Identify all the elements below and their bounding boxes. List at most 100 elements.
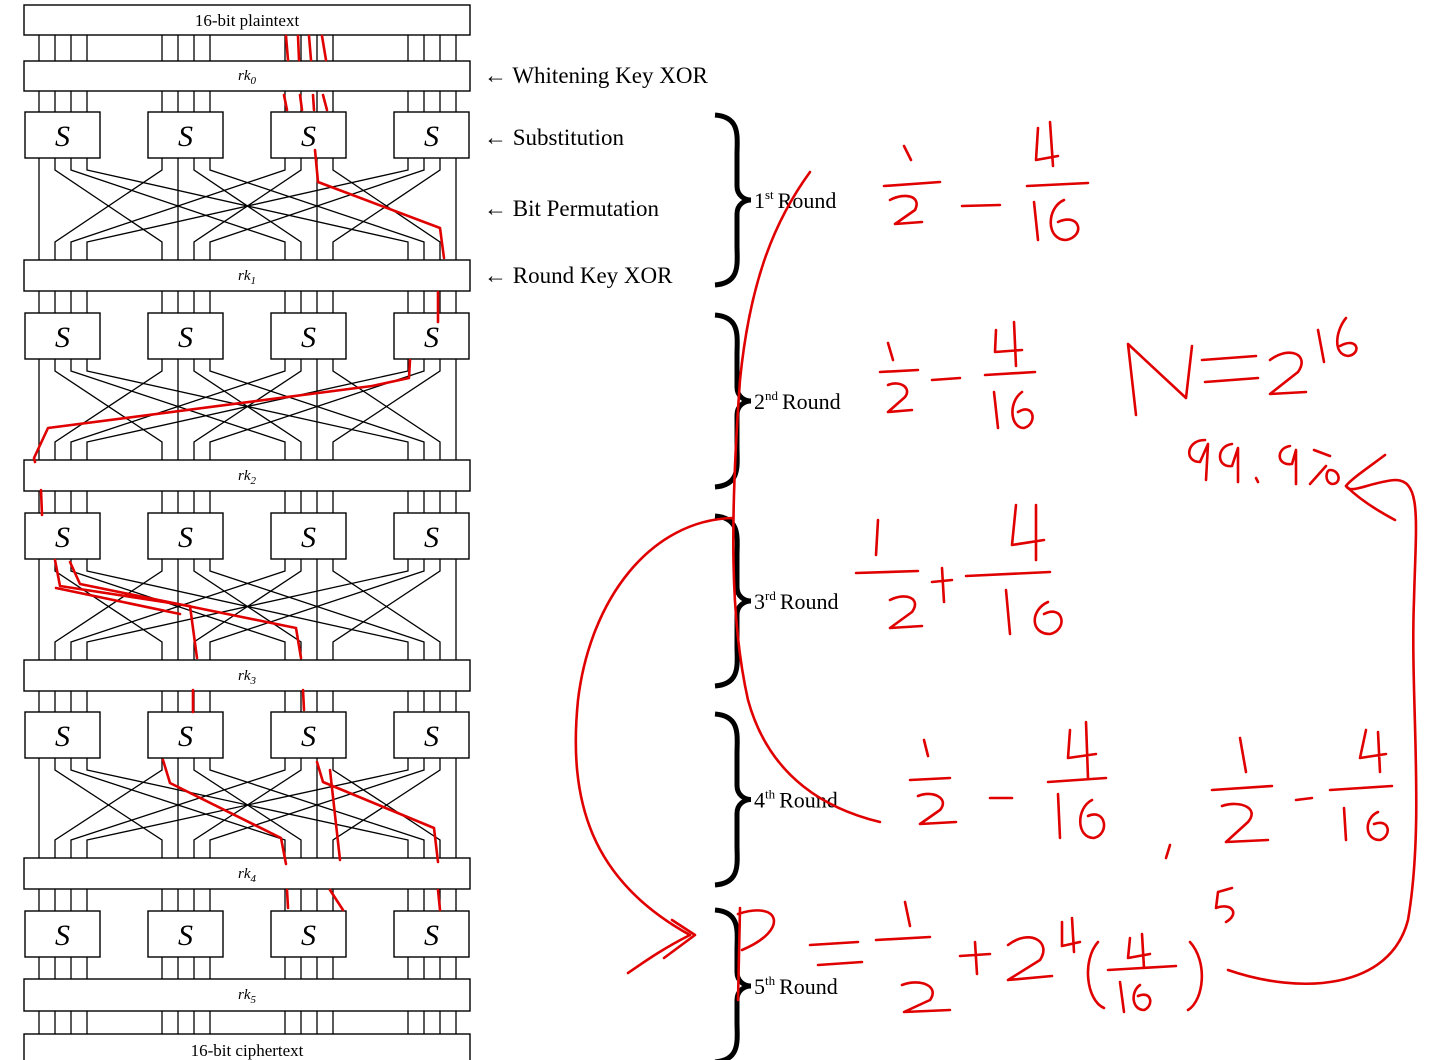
sbox-label: S [301, 321, 316, 354]
sbox [270, 910, 347, 958]
sbox-label: S [178, 120, 193, 153]
permutation-wire [86, 359, 409, 460]
permutation-wire [209, 158, 425, 260]
permutation-wire [86, 758, 409, 858]
note-4 [908, 720, 1394, 860]
trail-ink [53, 558, 303, 660]
round-key-bar [23, 459, 471, 492]
trail-ink [39, 488, 44, 517]
permutation-wire [209, 359, 425, 460]
connect-curve [574, 516, 735, 937]
round-key-label: rk2 [238, 468, 257, 487]
trail-ink [282, 34, 329, 112]
permutation-wire [332, 758, 441, 858]
sbox-label: S [55, 521, 70, 554]
permutation-wire [209, 559, 425, 660]
sbox-label: S [55, 321, 70, 354]
permutation-wire [70, 158, 286, 260]
sbox [147, 312, 224, 360]
permutation-wire [70, 758, 286, 858]
note-1 [882, 120, 1090, 242]
permutation-wire [54, 758, 163, 858]
permutation-wire [70, 359, 286, 460]
sbox [24, 111, 101, 159]
note-n [1126, 316, 1358, 417]
sbox-label: S [301, 720, 316, 753]
note-5 [736, 886, 1235, 1014]
connect-curve [731, 170, 882, 824]
permutation-wire [54, 359, 163, 460]
arrow-head [1344, 453, 1397, 522]
sbox-label: S [301, 120, 316, 153]
permutation-wire [54, 158, 163, 260]
permutation-wire [54, 559, 163, 660]
permutation-wire [209, 758, 425, 858]
sbox-label: S [301, 919, 316, 952]
bars: 16-bit plaintextrk0rk1rk2rk3rk4rk516-bit… [23, 4, 471, 1060]
sbox [393, 910, 470, 958]
sbox-label: S [178, 521, 193, 554]
trail-ink [32, 358, 412, 464]
sbox [270, 512, 347, 560]
permutation-wire [86, 359, 409, 460]
round-brace [714, 112, 752, 288]
permutation-wire [86, 559, 409, 660]
round-key-label: rk3 [238, 668, 257, 687]
permutation-annotation: ← Bit Permutation [484, 196, 660, 221]
sbox [147, 910, 224, 958]
wires [38, 35, 457, 1034]
sbox [24, 711, 101, 759]
sbox-label: S [55, 120, 70, 153]
round-key-bar [23, 857, 471, 890]
sbox-label: S [424, 321, 439, 354]
round-key-label: rk4 [238, 866, 257, 885]
arrow-head [626, 918, 697, 975]
round-brace [714, 513, 752, 689]
sbox-label: S [301, 521, 316, 554]
substitution-annotation: ← Substitution [484, 125, 624, 150]
sbox [270, 312, 347, 360]
handwritten-notes [32, 34, 1418, 1014]
permutation-wire [86, 158, 409, 260]
sbox [24, 312, 101, 360]
permutation-wire [86, 158, 409, 260]
round-key-bar [23, 659, 471, 692]
round-key-label: rk0 [238, 68, 257, 87]
round-brace [714, 907, 752, 1060]
sbox-label: S [178, 720, 193, 753]
round-key-label: rk5 [238, 987, 257, 1006]
sbox [393, 512, 470, 560]
sbox [147, 111, 224, 159]
sbox [24, 910, 101, 958]
sbox [393, 111, 470, 159]
round-key-bar [23, 60, 471, 92]
permutation-wire [332, 559, 441, 660]
round-key-bar [23, 259, 471, 292]
plaintext-label: 16-bit plaintext [195, 11, 300, 30]
sbox [393, 711, 470, 759]
note-2 [878, 320, 1037, 430]
round-key-label: rk1 [238, 268, 256, 287]
note-prob [1188, 438, 1340, 486]
sbox-label: S [424, 720, 439, 753]
plaintext-bar [23, 4, 471, 36]
round-brace [714, 312, 752, 490]
trail-ink [161, 758, 440, 866]
sbox [270, 711, 347, 759]
sbox [270, 111, 347, 159]
ciphertext-bar [23, 1033, 471, 1060]
sbox [147, 711, 224, 759]
trail-ink [191, 688, 306, 714]
sbox-label: S [55, 720, 70, 753]
sbox-label: S [55, 919, 70, 952]
permutation-wire [70, 559, 286, 660]
sbox [393, 312, 470, 360]
